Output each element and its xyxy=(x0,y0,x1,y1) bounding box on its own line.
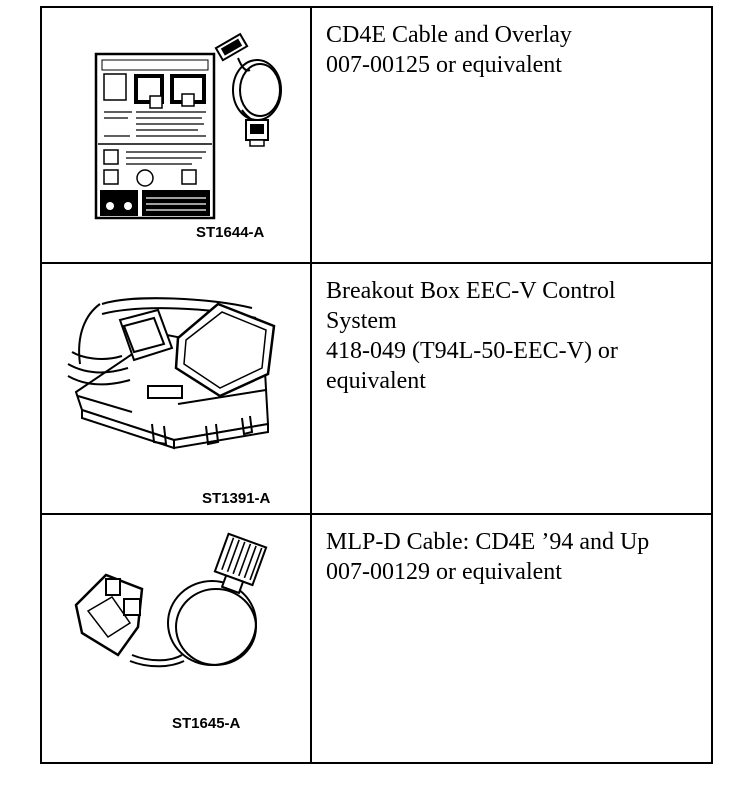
tool-title-line2: System xyxy=(326,308,397,334)
tool-title: MLP-D Cable: CD4E ’94 and Up xyxy=(326,529,650,555)
figure-code: ST1644-A xyxy=(196,224,265,241)
table-row: ST1645-A MLP-D Cable: CD4E ’94 and Up 00… xyxy=(42,515,711,762)
table-row: ST1391-A Breakout Box EEC-V Control Syst… xyxy=(42,264,711,515)
figure-code: ST1645-A xyxy=(172,715,241,732)
description-cell: CD4E Cable and Overlay 007-00125 or equi… xyxy=(312,8,711,262)
part-number-line1: 418-049 (T94L-50-EEC-V) or xyxy=(326,338,618,364)
tools-table: ST1644-A CD4E Cable and Overlay 007-0012… xyxy=(40,6,713,764)
description-cell: Breakout Box EEC-V Control System 418-04… xyxy=(312,264,711,513)
tool-title-line1: Breakout Box EEC-V Control xyxy=(326,278,616,304)
mlp-d-cable-illustration xyxy=(74,532,268,668)
figure-cell: ST1645-A xyxy=(42,515,312,762)
description-cell: MLP-D Cable: CD4E ’94 and Up 007-00129 o… xyxy=(312,515,711,762)
figure-cell: ST1391-A xyxy=(42,264,312,513)
part-number: 007-00129 or equivalent xyxy=(326,559,562,585)
part-number: 007-00125 or equivalent xyxy=(326,52,562,78)
part-number-line2: equivalent xyxy=(326,368,426,394)
cable-and-overlay-illustration xyxy=(94,32,282,220)
figure-cell: ST1644-A xyxy=(42,8,312,262)
figure-code: ST1391-A xyxy=(202,490,271,507)
breakout-box-illustration xyxy=(67,297,276,450)
tool-title: CD4E Cable and Overlay xyxy=(326,22,572,48)
table-row: ST1644-A CD4E Cable and Overlay 007-0012… xyxy=(42,8,711,264)
